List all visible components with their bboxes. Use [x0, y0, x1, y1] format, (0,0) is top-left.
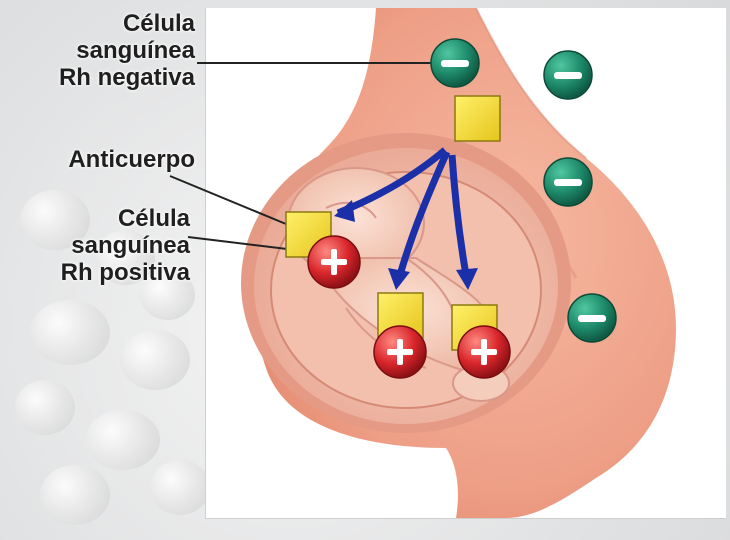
- plus-icon: [331, 249, 337, 275]
- label-line: Célula: [10, 205, 190, 232]
- arrow-head-left-icon: [334, 200, 355, 222]
- arrow-head-middle-icon: [388, 268, 410, 290]
- label-line: Rh positiva: [10, 259, 190, 286]
- label-line: Célula: [40, 10, 195, 37]
- minus-icon: [554, 179, 582, 186]
- rh-positive-cell: [458, 326, 510, 378]
- plus-icon: [481, 339, 487, 365]
- label-line: sanguínea: [10, 232, 190, 259]
- rh-positive-cell: [374, 326, 426, 378]
- rh-negative-cell: [544, 51, 592, 99]
- label-rh-negative-cell: Célula sanguínea Rh negativa: [40, 10, 195, 91]
- minus-icon: [441, 60, 469, 67]
- rh-negative-cell: [544, 158, 592, 206]
- rh-negative-cell: [568, 294, 616, 342]
- minus-icon: [578, 315, 606, 322]
- rh-negative-cell: [431, 39, 479, 87]
- label-antibody: Anticuerpo: [20, 146, 195, 173]
- rh-positive-cell: [308, 236, 360, 288]
- plus-icon: [397, 339, 403, 365]
- minus-icon: [554, 72, 582, 79]
- label-line: sanguínea: [40, 37, 195, 64]
- label-rh-positive-cell: Célula sanguínea Rh positiva: [10, 205, 190, 286]
- label-line: Rh negativa: [40, 64, 195, 91]
- label-line: Anticuerpo: [20, 146, 195, 173]
- arrow-head-right-icon: [456, 268, 478, 290]
- antibody-source: [455, 96, 500, 141]
